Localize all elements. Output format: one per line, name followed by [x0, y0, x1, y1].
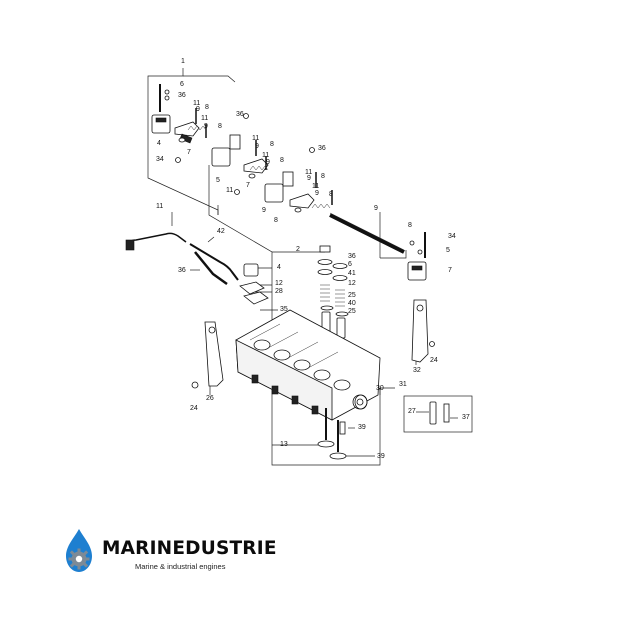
callout-label: 42	[217, 228, 225, 235]
callout-label: 13	[280, 441, 288, 448]
callout-label: 12	[348, 280, 356, 287]
callout-label: 5	[446, 247, 450, 254]
callout-label: 8	[280, 157, 284, 164]
callout-label: 41	[348, 270, 356, 277]
callout-label: 8	[329, 191, 333, 198]
callout-label: 25	[348, 308, 356, 315]
callout-label: 11	[226, 187, 233, 194]
callout-label: 8	[218, 123, 222, 130]
callout-label: 4	[277, 264, 281, 271]
callout-label: 28	[275, 288, 283, 295]
callout-label: 1	[181, 58, 185, 65]
callout-label: 11	[312, 183, 319, 190]
callout-label: 26	[206, 395, 214, 402]
callout-label: 36	[178, 92, 186, 99]
callout-label: 9	[307, 175, 311, 182]
callout-label: 7	[187, 149, 191, 156]
valve-train-parts	[317, 245, 349, 339]
callout-label: 34	[156, 156, 164, 163]
callout-label: 9	[374, 205, 378, 212]
callout-label: 37	[462, 414, 470, 421]
lifting-brackets	[191, 299, 435, 389]
callout-label: 39	[377, 453, 385, 460]
callout-label: 36	[178, 267, 186, 274]
callout-label: 11	[201, 115, 208, 122]
callout-label: 35	[280, 306, 288, 313]
callout-label: 9	[262, 207, 266, 214]
callout-label: 11	[305, 169, 312, 176]
callout-label: 9	[204, 123, 208, 130]
callout-label: 32	[413, 367, 421, 374]
valves	[317, 408, 347, 460]
brand-name: MARINEDUSTRIE	[102, 538, 277, 559]
cylinder-head-block	[235, 309, 381, 421]
callout-label: 31	[399, 381, 407, 388]
callout-label: 5	[216, 177, 220, 184]
callout-label: 11	[193, 100, 200, 107]
callout-label: 8	[408, 222, 412, 229]
callout-label: 27	[408, 408, 416, 415]
callout-label: 9	[315, 190, 319, 197]
rocker-arm-assembly	[151, 84, 427, 281]
callout-label: 9	[196, 106, 200, 113]
callout-label: 7	[246, 182, 250, 189]
brand-tagline: Marine & industrial engines	[135, 562, 226, 571]
callout-label: 36	[348, 253, 356, 260]
callout-label: 9	[266, 159, 270, 166]
brand-block: MARINEDUSTRIE Marine & industrial engine…	[62, 528, 282, 576]
callout-label: 30	[376, 385, 384, 392]
callout-label: 11	[156, 203, 163, 210]
drop-gear-logo-icon	[66, 529, 92, 572]
callout-label: 36	[318, 145, 326, 152]
callout-label: 6	[180, 81, 184, 88]
callout-label: 11	[262, 152, 269, 159]
callout-label: 7	[448, 267, 452, 274]
callout-label: 8	[274, 217, 278, 224]
callout-label: 4	[157, 140, 161, 147]
callout-label: 12	[275, 280, 283, 287]
callout-label: 9	[255, 143, 259, 150]
callout-label: 11	[252, 135, 259, 142]
callout-label: 8	[205, 104, 209, 111]
injector-and-pipes	[125, 232, 269, 305]
callout-label: 40	[348, 300, 356, 307]
callout-label: 36	[236, 111, 244, 118]
callout-label: 24	[190, 405, 198, 412]
callout-label: 6	[348, 261, 352, 268]
callout-label: 25	[348, 292, 356, 299]
callout-label: 24	[430, 357, 438, 364]
callout-label: 2	[296, 246, 300, 253]
callout-label: 8	[270, 141, 274, 148]
valve-guide-inset	[403, 395, 473, 433]
callout-label: 8	[321, 173, 325, 180]
callout-label: 34	[448, 233, 456, 240]
callout-label: 39	[358, 424, 366, 431]
